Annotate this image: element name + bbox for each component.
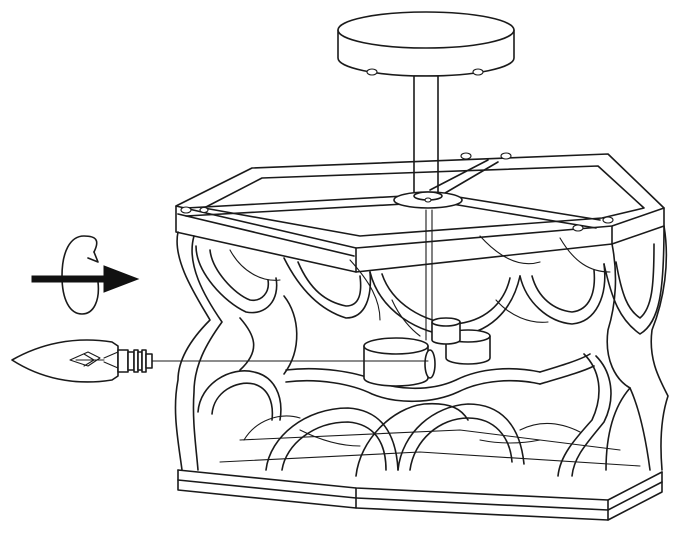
ceiling-canopy <box>337 11 515 77</box>
insert-direction-arrow-icon <box>31 265 140 293</box>
back-panel <box>229 235 611 447</box>
left-side-panel <box>174 231 298 471</box>
cage-bottom-frame <box>177 429 663 521</box>
cage-top-frame <box>175 152 665 273</box>
candle-bulb <box>11 339 153 383</box>
front-side-panel <box>243 257 606 477</box>
clockwise-rotate-arrow-icon <box>61 235 100 315</box>
right-side-panel <box>539 225 669 477</box>
candle-socket <box>363 317 491 387</box>
